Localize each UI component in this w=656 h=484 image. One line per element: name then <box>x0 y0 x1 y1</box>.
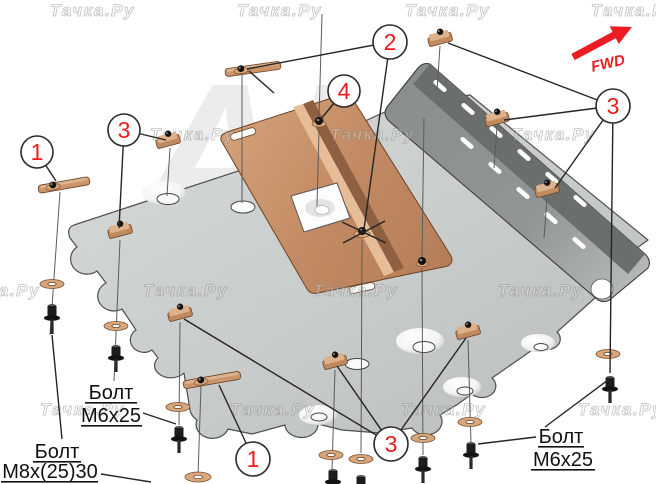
strip-fasteners <box>37 61 282 389</box>
rear-plate-notch <box>590 278 614 300</box>
watermark: Тачка.Ру <box>498 281 583 300</box>
loose-bolts <box>44 304 618 484</box>
watermark: Тачка.Ру <box>591 1 656 20</box>
watermark: Тачка.Ру <box>0 281 40 300</box>
washer <box>348 454 374 464</box>
callout-number: 1 <box>31 139 44 165</box>
callout-number: 3 <box>118 117 131 143</box>
label-bolt-m6x25-right: Болт M6x25 <box>531 426 595 471</box>
callout-3-bottom: 3 <box>373 426 409 462</box>
watermark: Тачка.Ру <box>40 400 125 419</box>
bolt <box>44 304 60 334</box>
bolt <box>108 345 124 372</box>
label-line: Болт <box>89 382 134 404</box>
callout-number: 4 <box>338 78 351 104</box>
clip-fastener <box>167 303 193 322</box>
strip-fastener <box>182 371 242 389</box>
callout-4-top: 4 <box>327 74 361 108</box>
callout-1-bottom: 1 <box>235 441 271 477</box>
watermark: Тачка.Ру <box>230 400 315 419</box>
label-line: M8x(25)30 <box>2 461 98 483</box>
watermark: Тачка.Ру <box>330 125 415 144</box>
watermark: Тачка.Ру <box>313 281 398 300</box>
rear-dark-plate <box>384 62 651 303</box>
bolt <box>171 426 187 453</box>
bolt-labels: Болт M6x25 Болт M8x(25)30 Болт M6x25 <box>1 382 595 483</box>
rear-plate-body <box>384 62 651 303</box>
label-bolt-m6x25-left: Болт M6x25 <box>81 382 142 427</box>
clip-fasteners <box>107 28 560 370</box>
callout-number: 3 <box>607 93 620 119</box>
fwd-arrow-icon <box>571 26 632 61</box>
washer <box>103 321 129 331</box>
leader-lines <box>36 41 614 483</box>
callout-number: 1 <box>247 446 260 472</box>
cutout-hole <box>314 205 330 215</box>
washer <box>184 471 212 483</box>
label-line: M6x25 <box>81 405 141 427</box>
plate-holes <box>142 181 555 425</box>
strip-fastener <box>37 176 91 194</box>
callout-number: 3 <box>385 431 398 457</box>
washer <box>595 349 621 359</box>
bracket-bolts <box>311 117 429 267</box>
bolt <box>415 456 431 483</box>
washer <box>39 279 65 289</box>
washers <box>39 279 621 483</box>
washer <box>410 433 436 443</box>
clip-fastener <box>322 351 348 370</box>
callout-3-right: 3 <box>595 88 631 124</box>
clip-fastener <box>534 179 560 198</box>
watermark-grid: Тачка.Ру Тачка.Ру Тачка.Ру Тачка.Ру Тачк… <box>0 1 656 420</box>
watermark: Тачка.Ру <box>50 1 135 20</box>
rear-plate-slots <box>433 79 587 250</box>
callout-1-left: 1 <box>20 135 54 169</box>
watermark: Тачка.Ру <box>401 400 486 419</box>
watermark: Тачка.Ру <box>405 1 490 20</box>
callout-number: 2 <box>384 29 397 55</box>
cross-marker <box>341 220 387 244</box>
label-line: M6x25 <box>533 449 593 471</box>
label-bolt-m8x25-30: Болт M8x(25)30 <box>1 441 98 483</box>
clip-fastener <box>155 130 181 149</box>
washer <box>318 450 344 460</box>
watermark: Тачка.Ру <box>237 1 322 20</box>
bolt <box>325 469 341 484</box>
label-line: Болт <box>35 441 80 463</box>
rear-plate-dark-stripe <box>413 64 645 274</box>
callouts: 1 3 2 4 3 3 1 <box>20 24 631 477</box>
watermark: Тачка.Ру <box>143 281 228 300</box>
clip-fastener <box>427 28 453 47</box>
watermark: Тачка.Ру <box>578 400 656 419</box>
washer <box>457 417 483 427</box>
clip-fastener <box>455 321 481 340</box>
bracket-rib-shadow <box>303 100 404 272</box>
watermark: Тачка.Ру <box>511 125 596 144</box>
bolt <box>463 442 479 469</box>
washer <box>165 402 191 412</box>
clip-fastener <box>484 108 510 127</box>
callout-2-top: 2 <box>372 24 408 60</box>
bolt <box>356 475 366 484</box>
callout-3-left: 3 <box>107 113 141 147</box>
label-line: Болт <box>539 426 584 448</box>
bolt <box>602 376 618 403</box>
